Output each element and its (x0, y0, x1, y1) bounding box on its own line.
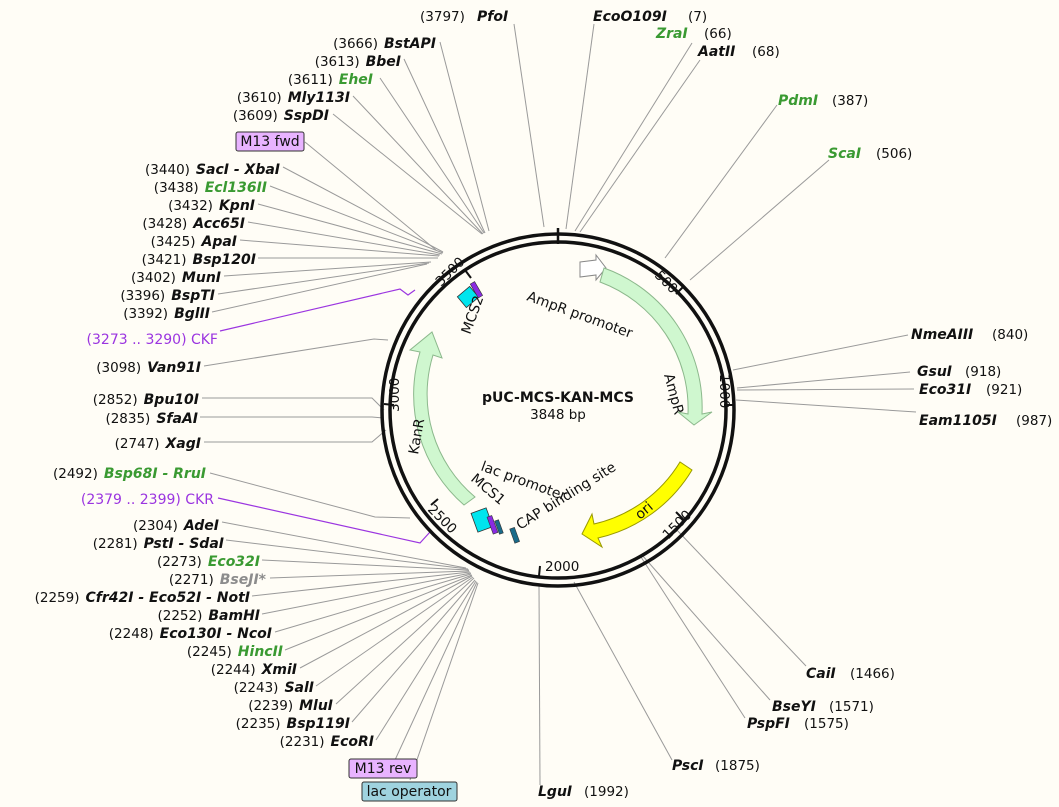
eco32i-label: (2273)Eco32I (157, 554, 260, 570)
m13-rev-box (348, 758, 418, 779)
cap-marker (509, 527, 520, 544)
tick-3000: 3000 (387, 378, 403, 412)
xmii-label: (2244)XmiI (211, 662, 297, 678)
m13-fwd-box (235, 131, 305, 152)
zrai-name: ZraI (655, 26, 688, 42)
adei-label: (2304)AdeI (133, 518, 219, 534)
bamhi-label: (2252)BamHI (157, 608, 260, 624)
eam1105i-name: Eam1105I (919, 413, 997, 429)
bsp119i-label: (2235)Bsp119I (236, 716, 350, 732)
caii-pos: (1466) (850, 666, 895, 682)
bpu10i-label: (2852)Bpu10I (93, 392, 199, 408)
ampr-arrow (599, 267, 713, 426)
gsui-pos: (918) (965, 364, 1001, 380)
zrai-pos: (66) (704, 26, 732, 42)
kanr-label: KanR (406, 417, 428, 456)
van91i-label: (3098)Van91I (96, 360, 201, 376)
ampr-promoter-arrow (579, 253, 607, 282)
lgui-name: LguI (538, 784, 572, 800)
xagi-label: (2747)XagI (115, 436, 201, 452)
bseyi-name: BseYI (772, 699, 816, 715)
lac-operator-label: lac operator (367, 784, 452, 800)
right-site-labels: (3797) PfoI EcoO109I (7) ZraI (66) AatII… (420, 9, 1052, 800)
apai-label: (3425)ApaI (151, 234, 237, 250)
eam1105i-pos: (987) (1016, 413, 1052, 429)
bspti-label: (3396)BspTI (120, 288, 215, 304)
kpni-label: (3432)KpnI (168, 198, 255, 214)
hincii-label: (2245)HincII (187, 644, 283, 660)
ckf-primer-line (219, 288, 416, 332)
aatii-name: AatII (697, 44, 735, 60)
kanr-arrow (408, 331, 476, 506)
ecori-label: (2231)EcoRI (280, 734, 374, 750)
psti-label: (2281)PstI - SdaI (93, 536, 224, 552)
saci-label: (3440)SacI - XbaI (145, 162, 280, 178)
pdmi-name: PdmI (778, 93, 818, 109)
aatii-pos: (68) (752, 44, 780, 60)
caii-name: CaiI (806, 666, 836, 682)
psci-name: PscI (672, 758, 704, 774)
mcs2-marker (469, 281, 484, 299)
bseji-label: (2271)BseJI* (169, 572, 267, 588)
scai-pos: (506) (876, 146, 912, 162)
ecl136ii-label: (3438)Ecl136II (154, 180, 267, 196)
pdmi-pos: (387) (832, 93, 868, 109)
eco31i-pos: (921) (986, 382, 1022, 398)
gsui-name: GsuI (917, 364, 952, 380)
plasmid-name: pUC-MCS-KAN-MCS (482, 390, 634, 406)
bglii-label: (3392)BglII (123, 306, 210, 322)
sfaai-label: (2835)SfaAI (105, 411, 198, 427)
pfoi-name: PfoI (477, 9, 508, 25)
mcs1-marker (486, 515, 499, 535)
pfoi-pos: (3797) (420, 9, 465, 25)
sspdi-label: (3609)SspDI (233, 108, 329, 124)
bseyi-pos: (1571) (829, 699, 874, 715)
ampr-promoter-label: AmpR promoter (525, 289, 635, 342)
ckr-primer-line (217, 497, 431, 544)
ori-arrow (581, 461, 693, 549)
lac-operator-box (361, 781, 458, 802)
eco130i-label: (2248)Eco130I - NcoI (109, 626, 272, 642)
bsp120i-label: (3421)Bsp120I (142, 252, 256, 268)
ckf-primer-label: (3273 .. 3290) CKF (87, 332, 218, 348)
ehei-label: (3611)EheI (288, 72, 373, 88)
lac-operator-marker (494, 519, 504, 535)
m13-rev-label: M13 rev (355, 761, 412, 777)
ampr-label: AmpR (660, 372, 686, 417)
ckr-primer-label: (2379 .. 2399) CKR (81, 492, 214, 508)
psci-pos: (1875) (715, 758, 760, 774)
bstapi-label: (3666)BstAPI (333, 36, 436, 52)
lgui-pos: (1992) (584, 784, 629, 800)
acc65i-label: (3428)Acc65I (142, 216, 245, 232)
mcs2-block (456, 285, 480, 309)
nmeaiii-pos: (840) (992, 327, 1028, 343)
bsp68i-label: (2492)Bsp68I - RruI (53, 466, 206, 482)
features (408, 253, 713, 549)
cfr42i-label: (2259)Cfr42I - Eco52I - NotI (35, 590, 250, 606)
mlui-label: (2239)MluI (248, 698, 333, 714)
boxed-feature-labels: M13 fwd M13 rev lac operator (235, 131, 458, 802)
plasmid-size: 3848 bp (530, 407, 586, 423)
sali-label: (2243)SalI (234, 680, 314, 696)
left-site-labels: (3666)BstAPI (3613)BbeI (3611)EheI (3610… (35, 36, 436, 750)
m13-fwd-label: M13 fwd (240, 134, 299, 150)
tick-marks (383, 269, 734, 577)
tick-1000: 1000 (716, 374, 732, 408)
ecoo109i-pos: (7) (688, 9, 707, 25)
pspfi-name: PspFI (747, 716, 790, 732)
site-leader-lines (200, 23, 917, 786)
tick-2000: 2000 (545, 559, 579, 575)
ecoo109i-name: EcoO109I (593, 9, 667, 25)
eco31i-name: Eco31I (919, 382, 971, 398)
mly113i-label: (3610)Mly113I (237, 90, 350, 106)
muni-label: (3402)MunI (131, 270, 221, 286)
bbei-label: (3613)BbeI (315, 54, 401, 70)
nmeaiii-name: NmeAIII (911, 327, 973, 343)
scai-name: ScaI (828, 146, 861, 162)
pspfi-pos: (1575) (804, 716, 849, 732)
